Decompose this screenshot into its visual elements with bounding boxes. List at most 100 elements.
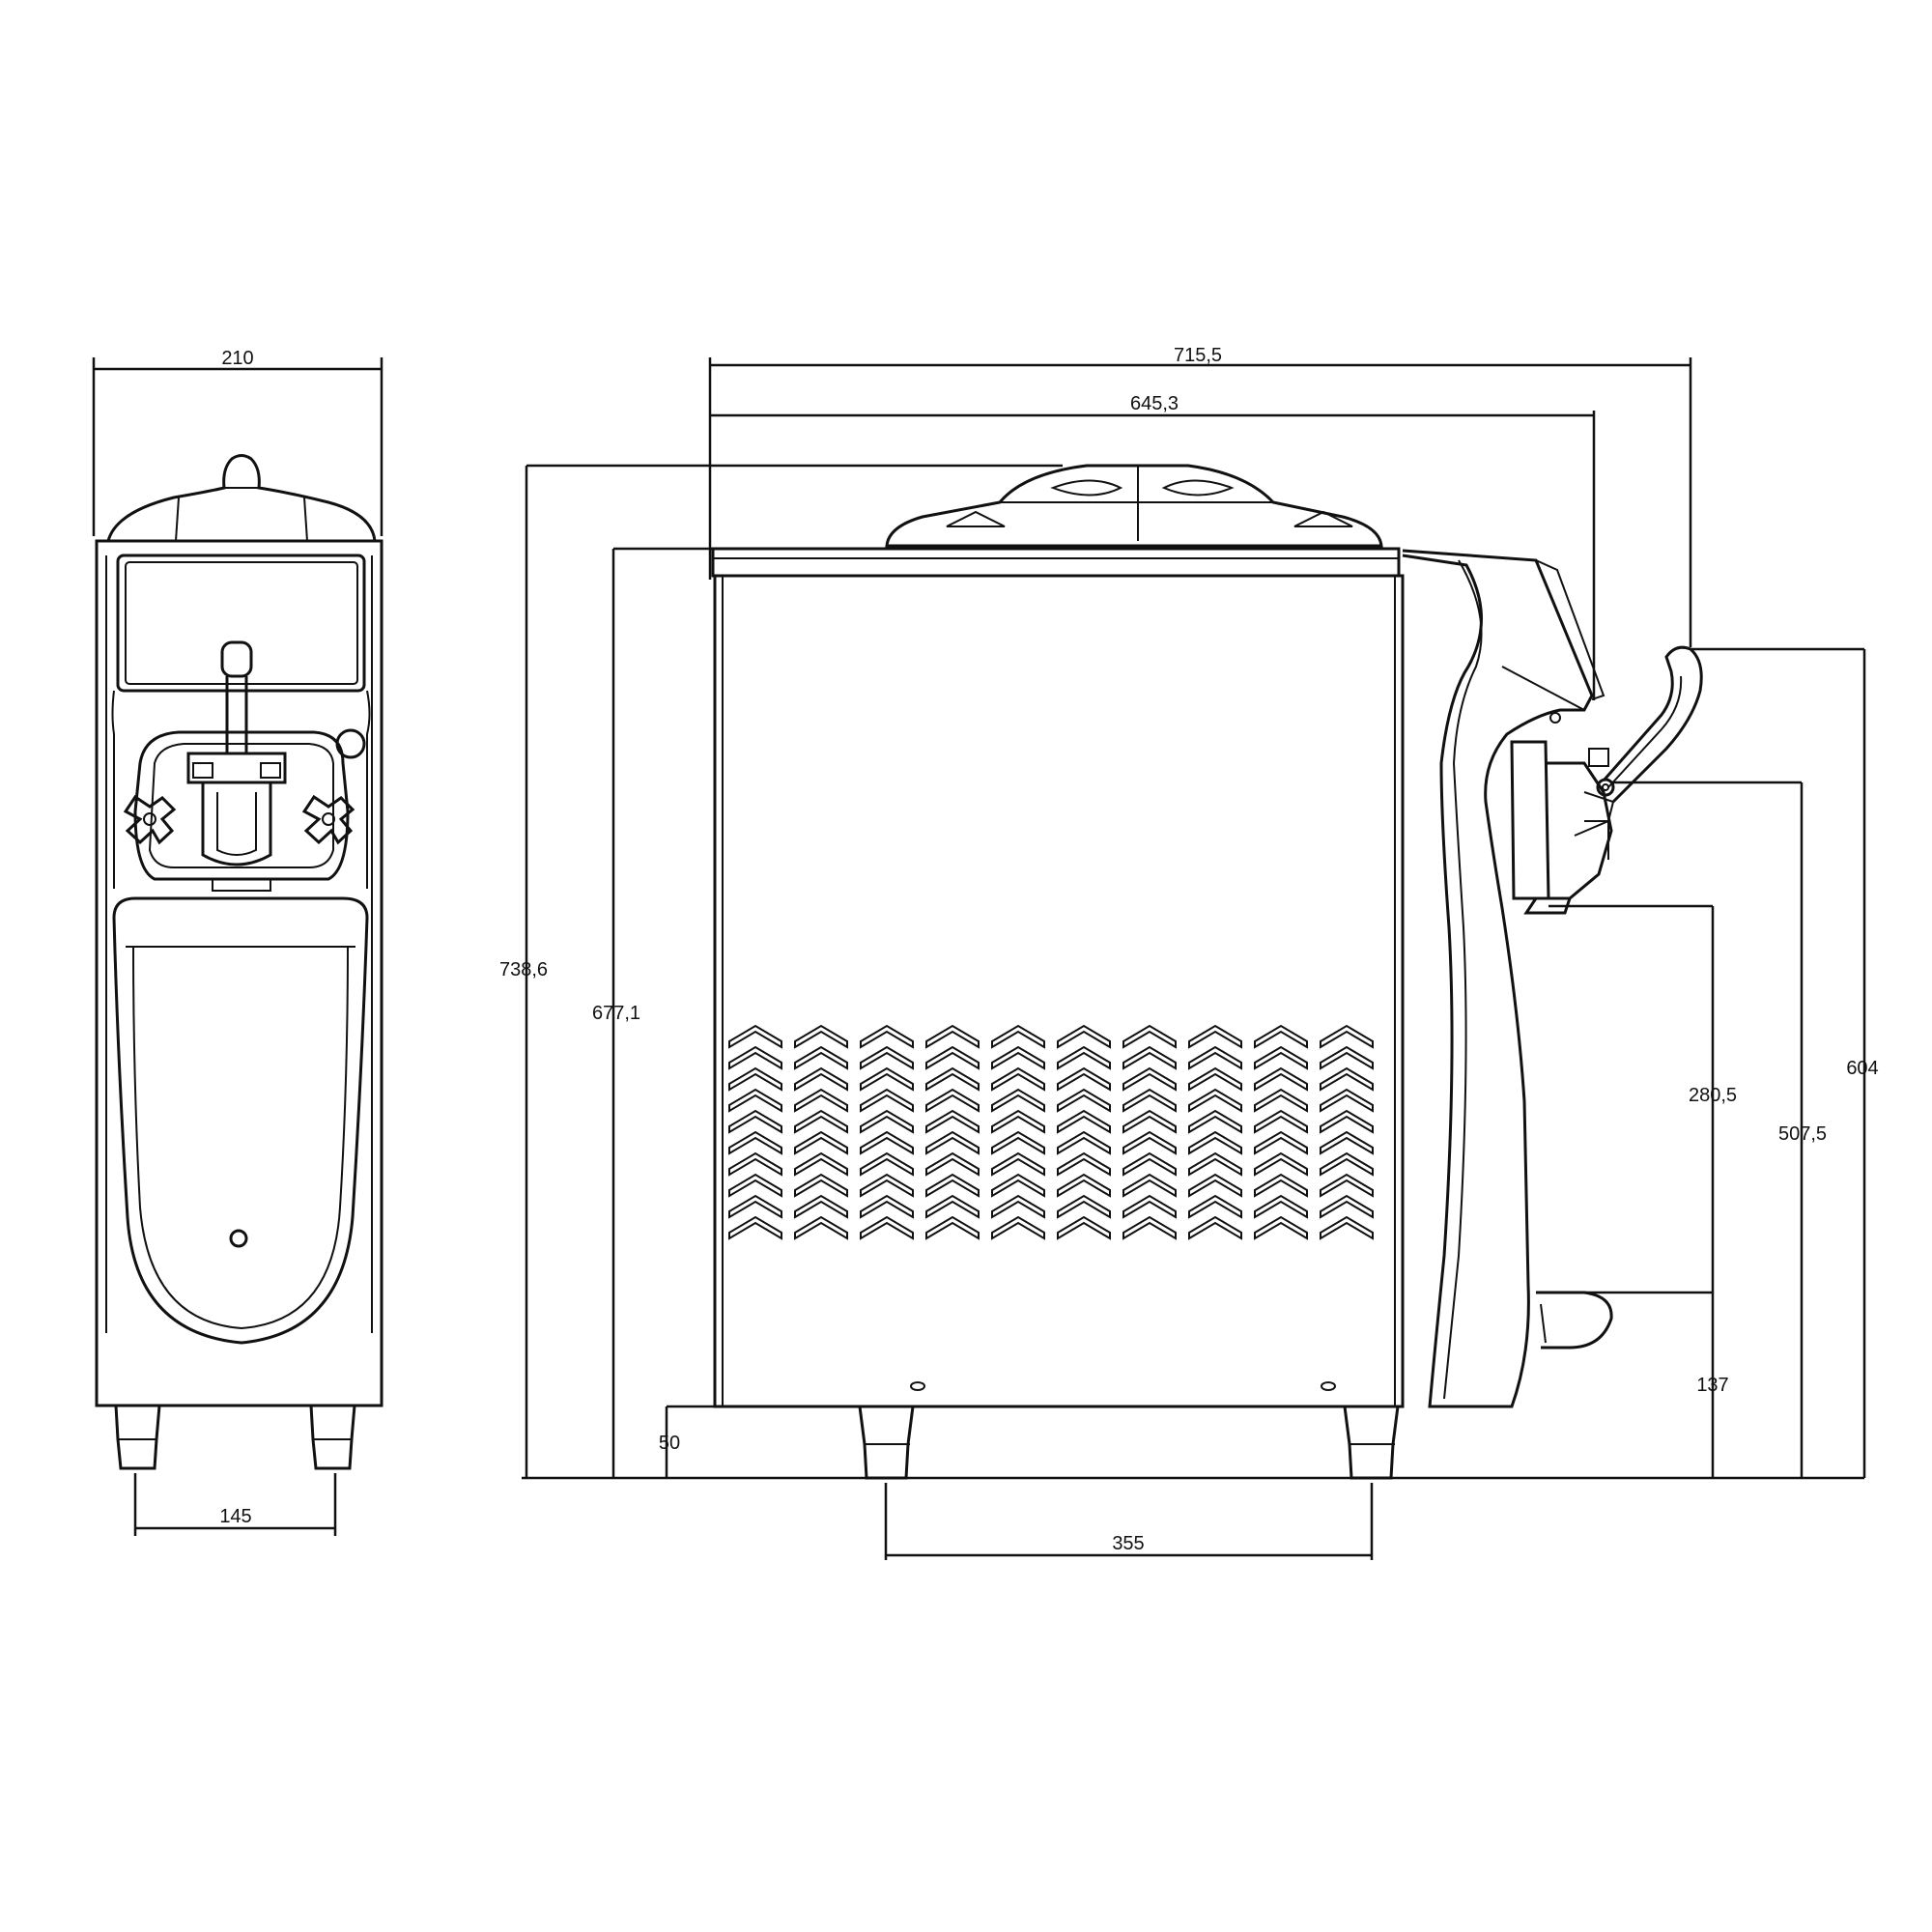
vent-chevron: [1188, 1151, 1242, 1177]
vent-chevron: [794, 1088, 848, 1113]
vent-chevron: [1320, 1130, 1374, 1155]
vent-chevron: [1188, 1130, 1242, 1155]
side-handle-lever: [1602, 645, 1703, 804]
side-main-body: [713, 574, 1405, 1408]
side-drip-tray: [1536, 1291, 1613, 1350]
vent-chevron: [794, 1194, 848, 1219]
side-front-housing: [1402, 549, 1594, 1408]
vent-chevron: [1122, 1194, 1177, 1219]
dim-front-width: 210: [221, 348, 253, 369]
vent-chevron: [1320, 1045, 1374, 1070]
vent-chevron: [1188, 1215, 1242, 1240]
vent-chevron: [794, 1109, 848, 1134]
vent-chevron: [728, 1088, 782, 1113]
vent-chevron: [860, 1045, 914, 1070]
vent-chevron: [1254, 1194, 1308, 1219]
vent-chevron: [1254, 1151, 1308, 1177]
dim-dispense-clearance: 280,5: [1689, 1085, 1737, 1106]
vent-chevron: [728, 1173, 782, 1198]
front-body-outline: [95, 539, 384, 1407]
vent-chevron: [1320, 1109, 1374, 1134]
side-nozzle-head: [1510, 740, 1550, 900]
vent-chevron: [991, 1173, 1045, 1198]
vent-chevron: [728, 1066, 782, 1092]
vent-chevron: [860, 1215, 914, 1240]
vent-chevron: [1057, 1045, 1111, 1070]
vent-chevron: [860, 1130, 914, 1155]
dim-overall-height: 738,6: [499, 959, 548, 980]
dim-drip-tray-height: 137: [1696, 1375, 1728, 1396]
vent-chevron: [1122, 1066, 1177, 1092]
vent-chevron: [925, 1088, 980, 1113]
vent-chevron: [1254, 1024, 1308, 1049]
side-top-rim: [711, 547, 1401, 578]
vent-chevron: [728, 1024, 782, 1049]
vent-chevron: [991, 1130, 1045, 1155]
front-dispense-block: [133, 730, 350, 881]
dim-leg-spacing: 355: [1112, 1533, 1144, 1554]
vent-chevron: [925, 1109, 980, 1134]
vent-chevron: [1254, 1173, 1308, 1198]
vent-chevron: [1254, 1130, 1308, 1155]
dim-overall-length: 715,5: [1174, 345, 1222, 366]
front-leg-left: [114, 1404, 161, 1470]
vent-chevron: [1254, 1088, 1308, 1113]
vent-chevron: [794, 1173, 848, 1198]
vent-chevron: [1057, 1024, 1111, 1049]
vent-chevron: [1254, 1045, 1308, 1070]
vent-chevron: [860, 1024, 914, 1049]
vent-chevron: [1057, 1130, 1111, 1155]
side-bolt-right: [1321, 1381, 1336, 1391]
vent-chevron: [925, 1130, 980, 1155]
vent-chevron: [1188, 1109, 1242, 1134]
vent-chevron: [1122, 1130, 1177, 1155]
vent-chevron: [1254, 1066, 1308, 1092]
front-view: 210 145: [92, 348, 384, 1536]
vent-chevron: [925, 1173, 980, 1198]
vent-chevron: [1320, 1173, 1374, 1198]
front-lower-panel: [112, 896, 369, 1345]
vent-chevron: [728, 1215, 782, 1240]
vent-chevron: [794, 1215, 848, 1240]
vent-chevron: [1320, 1088, 1374, 1113]
vent-chevron: [860, 1173, 914, 1198]
vent-chevron: [991, 1194, 1045, 1219]
vent-chevron: [1188, 1173, 1242, 1198]
vent-chevron: [1122, 1045, 1177, 1070]
vent-chevron: [991, 1088, 1045, 1113]
vent-chevron: [1057, 1173, 1111, 1198]
front-display-panel: [116, 554, 366, 693]
vent-chevron: [1122, 1024, 1177, 1049]
side-leg-right: [1343, 1405, 1400, 1480]
dim-body-height: 677,1: [592, 1003, 640, 1024]
vent-chevron: [1188, 1045, 1242, 1070]
vent-chevron: [1320, 1194, 1374, 1219]
vent-chevron: [991, 1045, 1045, 1070]
vent-chevron: [1122, 1215, 1177, 1240]
vent-chevron: [794, 1024, 848, 1049]
front-drain-hole: [229, 1229, 248, 1248]
vent-chevron: [728, 1151, 782, 1177]
vent-chevron: [1057, 1088, 1111, 1113]
front-hopper-lid: [106, 454, 377, 543]
side-view: 715,5 645,3 738,6 677,1 50 355 280,5 137…: [499, 345, 1879, 1560]
vent-chevron: [860, 1088, 914, 1113]
vent-chevron: [728, 1109, 782, 1134]
vent-chevron: [991, 1066, 1045, 1092]
vent-chevron: [1122, 1151, 1177, 1177]
vent-chevron: [991, 1215, 1045, 1240]
side-leg-left: [858, 1405, 915, 1480]
vent-chevron: [1057, 1194, 1111, 1219]
side-hopper-lid: [885, 464, 1383, 548]
vent-chevron: [860, 1066, 914, 1092]
vent-chevron: [1057, 1215, 1111, 1240]
dim-front-leg-spacing: 145: [219, 1506, 251, 1527]
vent-chevron: [925, 1045, 980, 1070]
front-leg-right: [309, 1404, 356, 1470]
vent-chevron: [794, 1151, 848, 1177]
vent-chevron: [925, 1194, 980, 1219]
vent-chevron: [925, 1151, 980, 1177]
vent-chevron: [728, 1045, 782, 1070]
vent-chevron: [1254, 1215, 1308, 1240]
